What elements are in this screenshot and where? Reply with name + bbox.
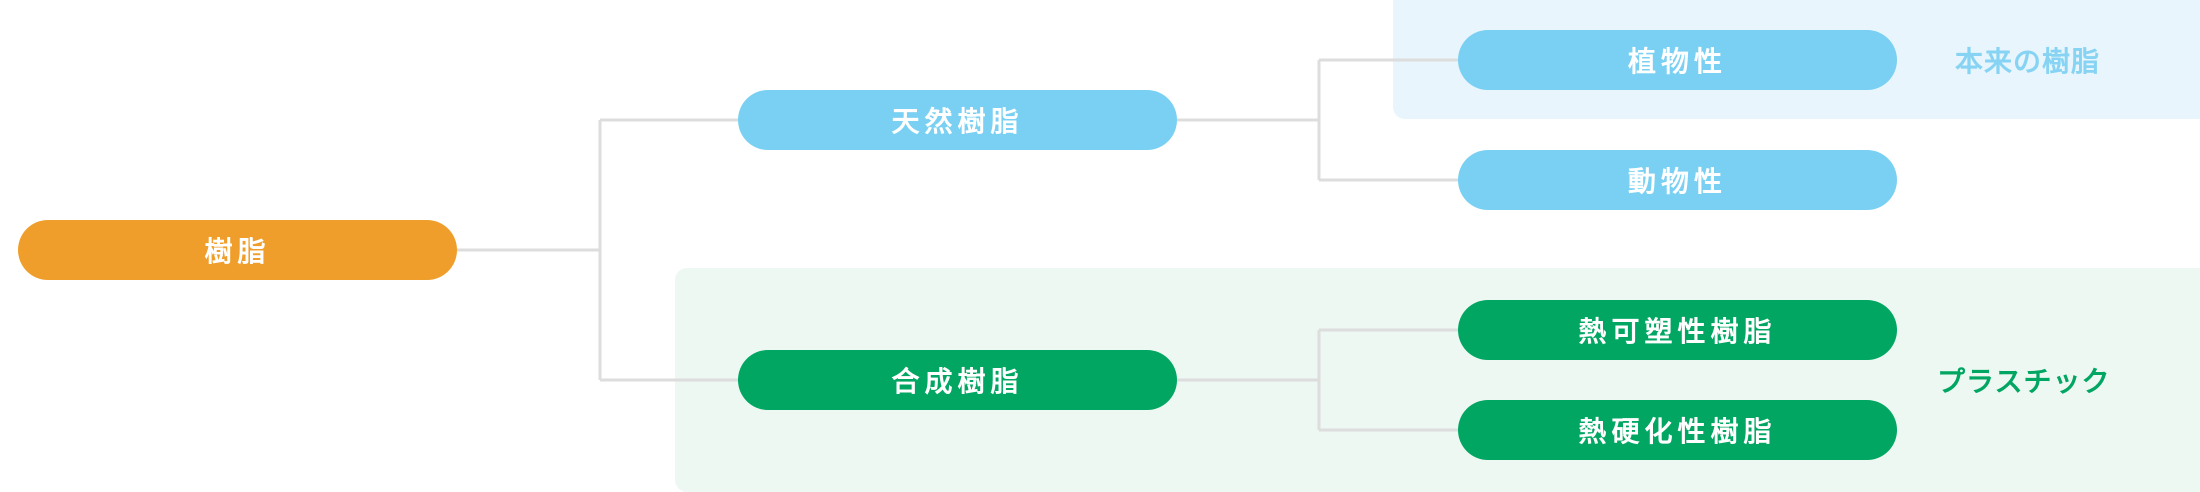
leaf-node-thermosetting: 熱硬化性樹脂 xyxy=(1458,400,1897,460)
leaf-node-animal-based: 動物性 xyxy=(1458,150,1897,210)
leaf-node-label: 熱硬化性樹脂 xyxy=(1578,415,1777,448)
branch-node-label: 合成樹脂 xyxy=(891,365,1024,398)
connector-natural-to-children xyxy=(1177,58,1458,182)
group-label-natural: 本来の樹脂 xyxy=(1955,45,2101,78)
leaf-node-label: 動物性 xyxy=(1627,165,1727,198)
root-node-resin: 樹脂 xyxy=(18,220,457,280)
root-node-label: 樹脂 xyxy=(204,235,271,268)
branch-node-natural-resin: 天然樹脂 xyxy=(738,90,1177,150)
branch-node-synthetic-resin: 合成樹脂 xyxy=(738,350,1177,410)
connector-root-to-branches xyxy=(457,118,738,382)
branch-node-label: 天然樹脂 xyxy=(891,105,1024,138)
leaf-node-plant-based: 植物性 xyxy=(1458,30,1897,90)
group-label-plastic: プラスチック xyxy=(1937,365,2111,398)
leaf-node-label: 植物性 xyxy=(1627,45,1727,78)
leaf-node-label: 熱可塑性樹脂 xyxy=(1578,315,1777,348)
connector-synthetic-to-children xyxy=(1177,328,1458,432)
leaf-node-thermoplastic: 熱可塑性樹脂 xyxy=(1458,300,1897,360)
